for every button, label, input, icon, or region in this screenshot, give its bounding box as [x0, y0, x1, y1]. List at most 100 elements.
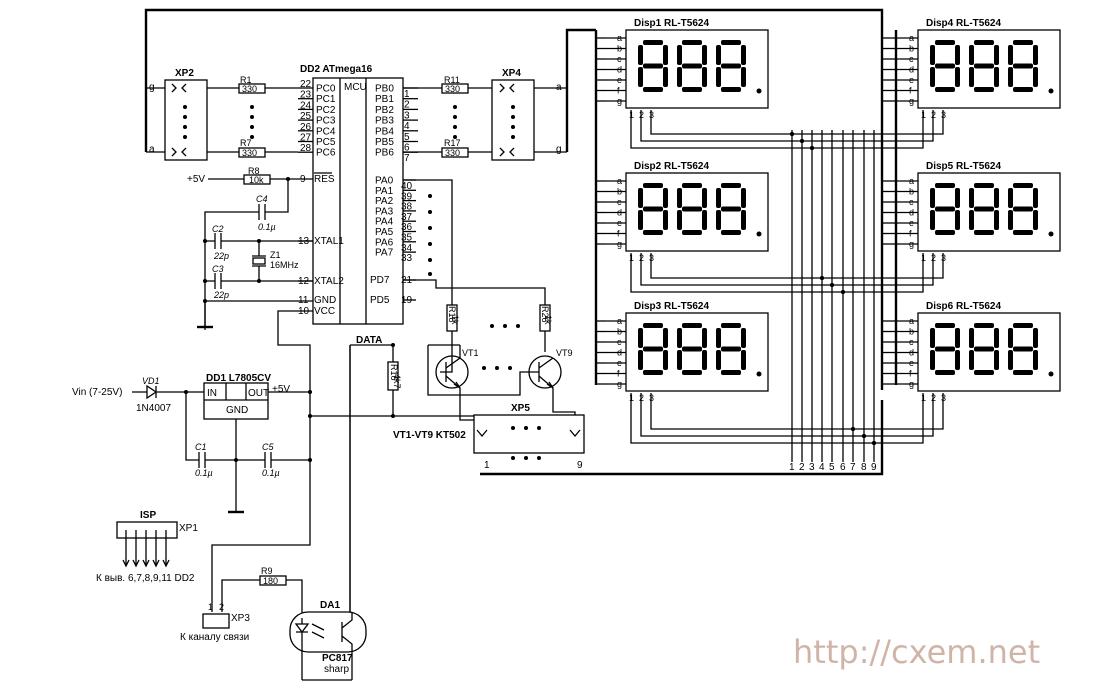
mcu-right-pin-num: 6	[404, 143, 410, 154]
r16-ref: R16	[389, 364, 399, 381]
c2-ref: C2	[212, 224, 224, 234]
plus5-label: +5V	[187, 174, 205, 185]
xp4-connector: XP4 a g	[491, 68, 567, 161]
transistors-note: VT1-VT9 KT502	[393, 430, 466, 441]
segment-letter: f	[909, 369, 912, 379]
segment-letter: g	[617, 239, 622, 249]
mcu-left-pin-num: 28	[300, 143, 312, 154]
bus-number: 2	[799, 462, 805, 473]
dd1-out-v: +5V	[272, 384, 290, 395]
r16-value: 4k7	[392, 374, 402, 389]
mcu-pa-pin-name: PA0	[375, 176, 394, 187]
mcu-right-pin-name: PB4	[375, 126, 394, 137]
bus-number: 9	[871, 462, 877, 473]
segment-letter: c	[909, 197, 914, 207]
r11-ref: R11	[444, 75, 460, 85]
mcu-tag: MCU	[344, 82, 367, 93]
dd1-gnd: GND	[226, 405, 248, 416]
mcu-left-pin-name: PC0	[316, 84, 336, 95]
display-part: RL-T5624	[664, 301, 709, 312]
mcu-pd7-name: PD7	[370, 275, 390, 286]
xp2-pin-bottom: a	[149, 144, 155, 155]
bus-number: 1	[789, 462, 795, 473]
mcu-left-pin-name: PC5	[316, 137, 336, 148]
mcu-pa-pin-num: 36	[401, 222, 413, 233]
segment-letter: e	[617, 75, 622, 85]
segment-letter: d	[909, 348, 914, 358]
data-line: DATA R16 4k7	[349, 335, 402, 612]
c4-capacitor: C4 0.1µ	[204, 179, 289, 330]
data-label: DATA	[356, 335, 382, 346]
segment-letter: f	[617, 369, 620, 379]
segment-letter: b	[617, 44, 622, 54]
mcu-right-pin-num: 7	[404, 153, 410, 164]
da1-maker: sharp	[324, 664, 349, 675]
xp4-pin-bottom: g	[556, 144, 562, 155]
mcu-pa-pin-num: 35	[401, 233, 413, 244]
mcu-pd5-num: 19	[401, 295, 413, 306]
xp5-label: XP5	[511, 403, 530, 414]
c3-value: 22p	[213, 290, 229, 300]
r9-ref: R9	[261, 566, 273, 576]
segment-letter: d	[617, 348, 622, 358]
bus-number: 8	[861, 462, 867, 473]
r9-value: 180	[263, 576, 278, 586]
da1-ref: DA1	[320, 600, 340, 611]
mcu-pa-pin-num: 39	[401, 191, 413, 202]
display-ref: Disp1	[634, 18, 662, 29]
isp-label: ISP	[140, 510, 156, 521]
isp-note: К выв. 6,7,8,9,11 DD2	[96, 573, 195, 584]
r18-ref: R18	[447, 306, 457, 323]
mcu-right-pin-num: 1	[404, 89, 410, 100]
mcu-vcc-name: VCC	[314, 306, 335, 317]
vd1-part: 1N4007	[136, 403, 171, 414]
mcu-right-pin-name: PB0	[375, 84, 394, 95]
segment-letter: f	[617, 229, 620, 239]
segment-letter: g	[617, 379, 622, 389]
mcu-right-pin-name: PB1	[375, 94, 394, 105]
c3-ref: C3	[212, 264, 224, 274]
isp-connector: ISP XP1 К выв. 6,7,8,9,11 DD2	[96, 510, 198, 584]
xp5-connector: XP5 1 9	[473, 403, 585, 471]
vcc-wire	[211, 310, 313, 612]
display-part: RL-T5624	[664, 18, 709, 29]
crystal-circuit: C2 22p C3 22p Z1 16MHz	[197, 224, 313, 329]
r18-value: 1k	[450, 315, 460, 325]
dd1-in: IN	[207, 388, 217, 399]
r9-resistor: R9 180	[259, 566, 287, 586]
segment-letter: c	[617, 197, 622, 207]
r26-ref: R26	[540, 306, 550, 323]
segment-letter: e	[909, 358, 914, 368]
xp3-note: К каналу связи	[180, 632, 249, 643]
r17-resistor: R17 330	[403, 138, 492, 158]
segment-letter: g	[909, 379, 914, 389]
mcu-left-pin-num: 27	[300, 133, 312, 144]
mcu-pa-pin-num: 40	[401, 181, 413, 192]
r1-resistor: R1 330	[207, 75, 298, 94]
r26-resistor: R26 1k	[539, 304, 553, 352]
r7-resistor: R7 330	[207, 138, 298, 158]
segment-letter: e	[909, 75, 914, 85]
segment-letter: a	[617, 316, 622, 326]
mcu-pa-pin-num: 34	[401, 243, 413, 254]
segment-letter: e	[617, 358, 622, 368]
da1-part: PC817	[322, 653, 353, 664]
regulator-dd1: DD1 L7805CV IN OUT GND +5V	[184, 373, 474, 514]
c5-value: 0.1µ	[262, 468, 280, 478]
dd1-out: OUT	[248, 388, 269, 399]
display-ref: Disp3	[634, 301, 662, 312]
vt1-label: VT1	[462, 348, 479, 358]
optocoupler-da1: DA1 PC817 sharp	[289, 345, 367, 681]
mcu-pa-pin-name: PA7	[375, 248, 394, 259]
r8-value: 10k	[249, 175, 264, 185]
display-ref: Disp4	[926, 18, 954, 29]
mcu-left-pin-num: 24	[300, 100, 312, 111]
display-part: RL-T5624	[664, 161, 709, 172]
vd1-ref: VD1	[142, 376, 160, 386]
c1-value: 0.1µ	[195, 468, 213, 478]
c1-capacitor: C1 0.1µ	[195, 442, 213, 478]
display-part: RL-T5624	[956, 161, 1001, 172]
c5-ref: C5	[262, 442, 274, 452]
mcu-res-name: RES	[314, 174, 335, 185]
